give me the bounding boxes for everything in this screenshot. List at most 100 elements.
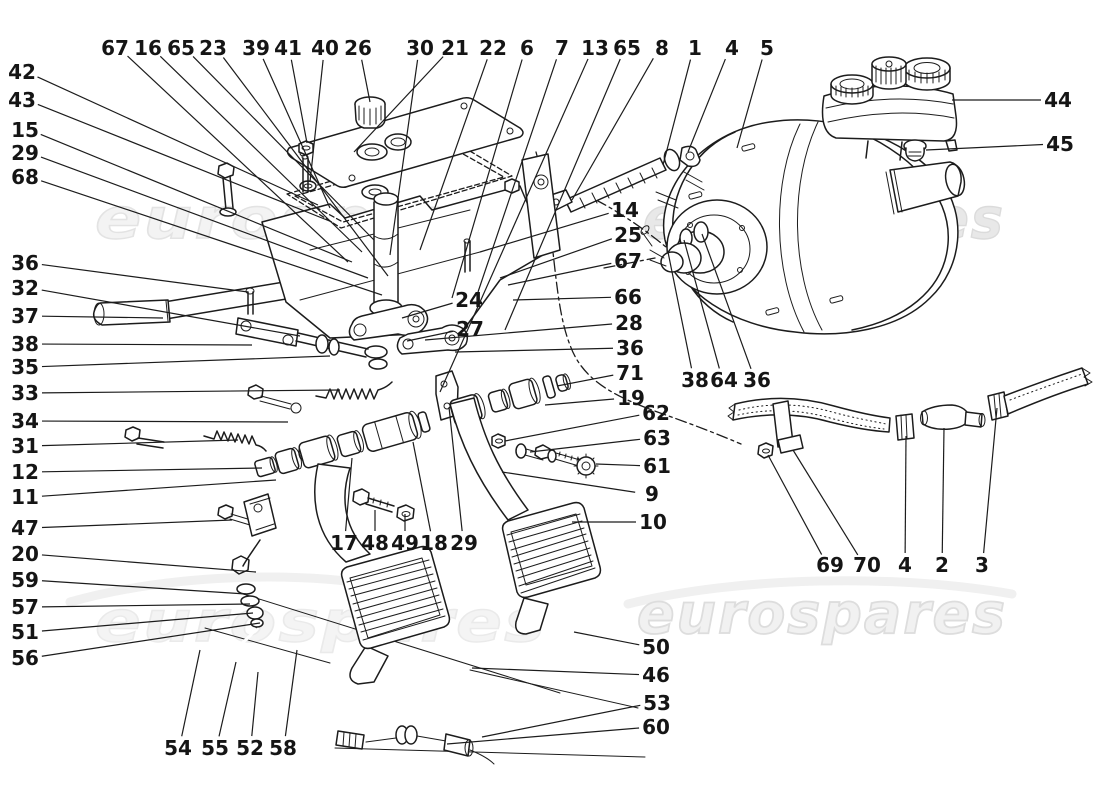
- part-number-52: 52: [236, 736, 264, 760]
- leader-line-5: [736, 59, 763, 149]
- part-number-32: 32: [11, 276, 39, 300]
- part-number-9: 9: [645, 482, 659, 506]
- part-number-53: 53: [643, 691, 671, 715]
- part-number-8: 8: [655, 36, 669, 60]
- part-number-55: 55: [201, 736, 229, 760]
- part-number-40: 40: [311, 36, 339, 60]
- part-number-58: 58: [269, 736, 297, 760]
- part-number-26: 26: [344, 36, 372, 60]
- leader-line-3: [983, 407, 998, 554]
- part-number-65: 65: [613, 36, 641, 60]
- part-number-5: 5: [760, 36, 774, 60]
- leader-line-37: [41, 315, 164, 319]
- part-number-15: 15: [11, 118, 39, 142]
- leader-line-45: [925, 143, 1044, 151]
- leader-line-14: [479, 212, 609, 253]
- leader-line-43: [37, 103, 333, 223]
- part-number-36: 36: [743, 368, 771, 392]
- part-number-4: 4: [725, 36, 739, 60]
- leader-line-22: [419, 59, 488, 251]
- leader-line-67: [507, 262, 612, 286]
- part-number-28: 28: [615, 311, 643, 335]
- part-number-12: 12: [11, 460, 39, 484]
- leader-line-33: [41, 389, 341, 394]
- leader-line-8: [571, 58, 654, 201]
- leader-line-17: [344, 457, 353, 532]
- leader-line-23: [222, 57, 389, 277]
- part-number-38: 38: [11, 332, 39, 356]
- leader-line-2: [941, 427, 945, 554]
- floor-panel-lines: [204, 592, 646, 758]
- leader-line-71: [556, 374, 614, 387]
- leader-line-67: [127, 55, 349, 263]
- leader-line-6: [451, 59, 523, 299]
- leader-line-18: [412, 441, 432, 532]
- part-number-48: 48: [361, 531, 389, 555]
- leader-line-40: [309, 59, 324, 183]
- part-number-69: 69: [816, 553, 844, 577]
- leader-line-42: [37, 76, 319, 206]
- part-number-62: 62: [642, 401, 670, 425]
- vacuum-hose-assembly: [727, 367, 1093, 459]
- clutch-linkage: [92, 287, 393, 462]
- fluid-reservoir: [821, 56, 958, 161]
- part-number-7: 7: [555, 36, 569, 60]
- leader-line-64: [683, 239, 720, 369]
- check-valve: [903, 139, 927, 162]
- brake-servo: [640, 119, 966, 335]
- leader-line-63: [529, 438, 641, 453]
- part-number-64: 64: [710, 368, 738, 392]
- leader-line-29: [448, 406, 463, 532]
- part-number-60: 60: [642, 715, 670, 739]
- leader-line-20: [41, 554, 257, 573]
- leader-line-9: [501, 471, 636, 493]
- leader-line-16: [159, 55, 363, 253]
- part-number-37: 37: [11, 304, 39, 328]
- part-number-39: 39: [242, 36, 270, 60]
- leader-line-11: [41, 479, 277, 497]
- part-number-4: 4: [898, 553, 912, 577]
- part-number-29: 29: [11, 141, 39, 165]
- leader-line-27: [406, 330, 454, 342]
- leader-line-36: [454, 347, 614, 353]
- leader-line-1: [662, 59, 692, 166]
- part-number-23: 23: [199, 36, 227, 60]
- leader-line-26: [361, 59, 371, 103]
- part-number-17: 17: [330, 531, 358, 555]
- part-number-46: 46: [642, 663, 670, 687]
- part-number-67: 67: [614, 249, 642, 273]
- brake-pedal: [449, 397, 602, 635]
- pedal-stop-bolt: [352, 488, 415, 522]
- leader-line-4: [904, 435, 907, 554]
- leader-line-15: [40, 133, 353, 263]
- part-number-6: 6: [520, 36, 534, 60]
- part-number-65: 65: [167, 36, 195, 60]
- part-number-24: 24: [455, 288, 483, 312]
- leader-line-50: [573, 631, 640, 646]
- leader-line-61: [595, 463, 641, 467]
- part-number-22: 22: [479, 36, 507, 60]
- part-number-31: 31: [11, 434, 39, 458]
- leader-line-47: [41, 519, 233, 529]
- leader-line-66: [512, 296, 612, 301]
- leader-line-65: [504, 58, 621, 331]
- part-number-43: 43: [8, 88, 36, 112]
- leader-line-59: [41, 580, 247, 595]
- part-number-34: 34: [11, 409, 39, 433]
- leader-line-62: [504, 414, 640, 442]
- leader-line-46: [471, 667, 640, 676]
- leader-line-24: [401, 302, 453, 319]
- leader-line-65: [192, 56, 375, 241]
- leader-line-28: [424, 323, 613, 341]
- leader-line-57: [41, 603, 251, 608]
- part-number-27: 27: [456, 317, 484, 341]
- leader-line-41: [290, 59, 308, 144]
- part-number-10: 10: [639, 510, 667, 534]
- part-number-61: 61: [643, 454, 671, 478]
- watermark-text: eurospares: [95, 590, 547, 655]
- part-number-41: 41: [274, 36, 302, 60]
- part-number-54: 54: [164, 736, 192, 760]
- part-number-57: 57: [11, 595, 39, 619]
- part-number-47: 47: [11, 516, 39, 540]
